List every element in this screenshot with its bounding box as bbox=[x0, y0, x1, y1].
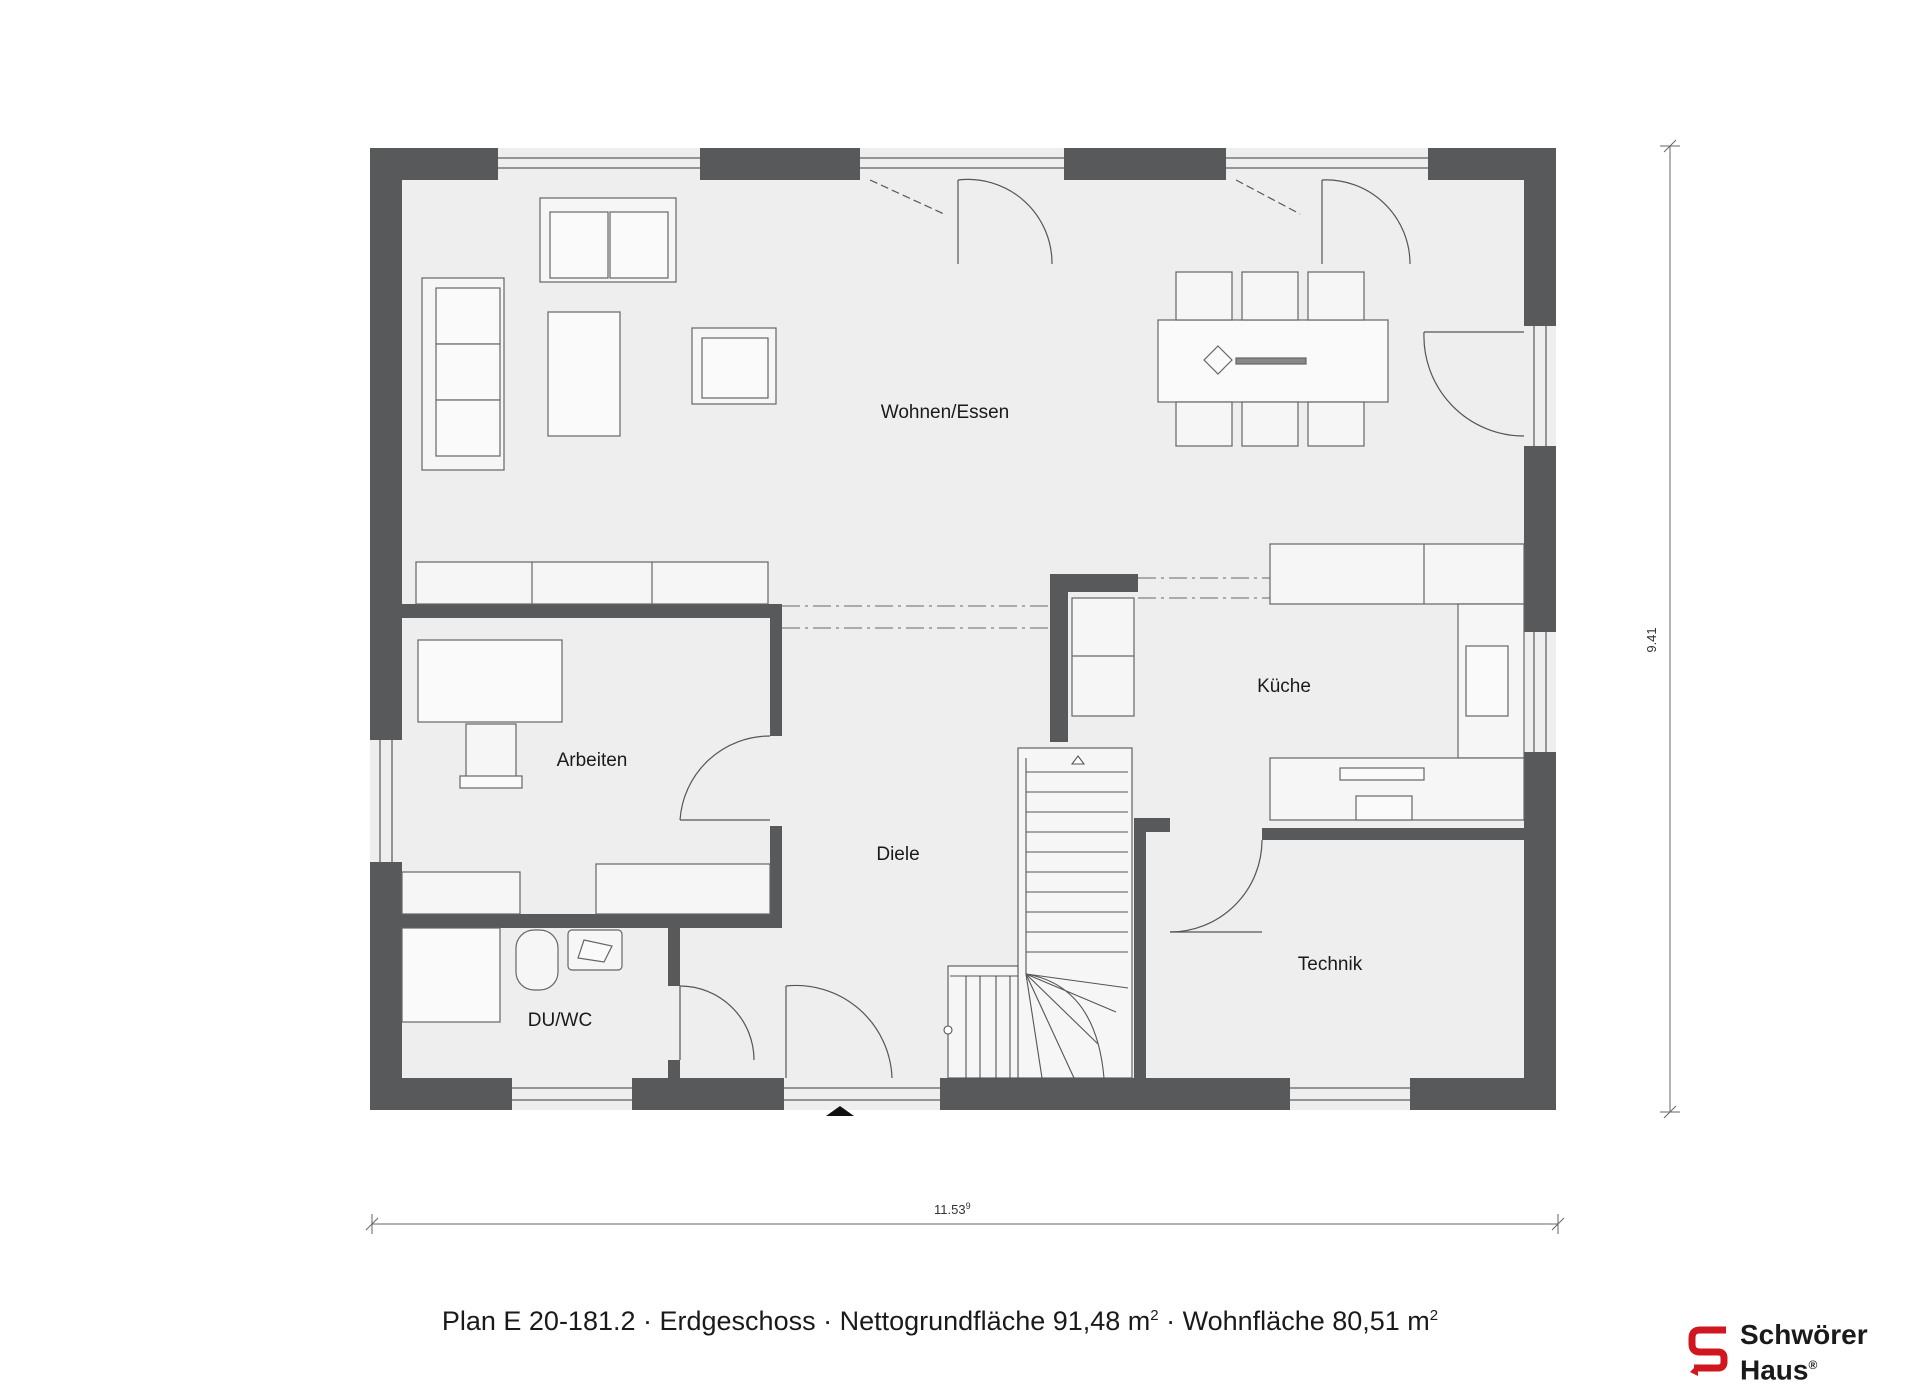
dimension-height-label: 9.41 bbox=[1644, 627, 1659, 652]
room-label-kueche: Küche bbox=[1257, 676, 1311, 697]
room-label-duwc: DU/WC bbox=[528, 1010, 592, 1031]
schwoerer-haus-logo: Schwörer Haus® bbox=[1688, 1319, 1908, 1386]
dimension-height bbox=[1660, 139, 1680, 1119]
caption-plan: Plan E 20-181.2 bbox=[441, 1306, 636, 1336]
caption-living-area: Wohnfläche 80,51 m bbox=[1182, 1306, 1430, 1336]
doors bbox=[679, 178, 1525, 1079]
caption-net-area: Nettogrundfläche 91,48 m bbox=[839, 1306, 1151, 1336]
brand-s-icon bbox=[1688, 1326, 1728, 1376]
entrance-arrow-icon bbox=[826, 1106, 854, 1116]
logo-registered-mark: ® bbox=[1808, 1358, 1818, 1372]
room-label-technik: Technik bbox=[1298, 954, 1363, 975]
logo-line2: Haus bbox=[1740, 1354, 1809, 1386]
caption-floor: Erdgeschoss bbox=[659, 1306, 816, 1336]
plan-caption: Plan E 20-181.2 · Erdgeschoss · Nettogru… bbox=[441, 1306, 1439, 1336]
interior-walls bbox=[402, 574, 1524, 1080]
logo-line1: Schwörer bbox=[1740, 1319, 1868, 1350]
dimension-width-label: 11.539 bbox=[934, 1201, 971, 1217]
room-label-diele: Diele bbox=[876, 844, 919, 865]
outer-walls bbox=[370, 148, 1556, 1110]
dimension-width bbox=[365, 1214, 1565, 1234]
room-label-arbeiten: Arbeiten bbox=[557, 750, 628, 771]
room-label-wohnen: Wohnen/Essen bbox=[881, 402, 1010, 423]
windows bbox=[379, 157, 1547, 1101]
staircase bbox=[943, 747, 1133, 1079]
furniture bbox=[401, 197, 1525, 1023]
